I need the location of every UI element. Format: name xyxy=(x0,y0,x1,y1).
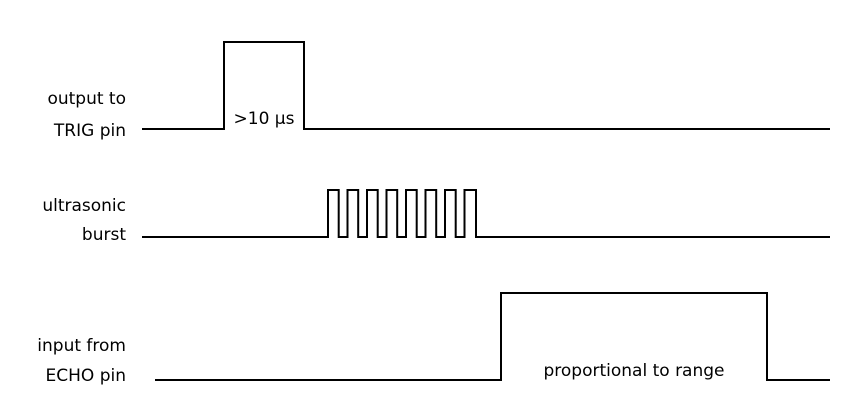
trig-label-line-2: TRIG pin xyxy=(53,121,126,141)
echo-label-line-1: input from xyxy=(37,336,126,356)
trig-waveform xyxy=(142,41,830,130)
trig-label-line-1: output to xyxy=(47,89,126,109)
echo-label-line-2: ECHO pin xyxy=(46,366,126,386)
burst-signal-group: ultrasonic burst xyxy=(42,189,830,245)
trig-signal-group: output to TRIG pin >10 µs xyxy=(47,41,830,141)
echo-signal-group: input from ECHO pin proportional to rang… xyxy=(37,292,830,386)
echo-waveform xyxy=(155,292,830,381)
burst-label-line-1: ultrasonic xyxy=(42,196,126,216)
echo-range-annotation: proportional to range xyxy=(544,361,725,381)
burst-waveform xyxy=(142,189,830,238)
trig-pulse-width-annotation: >10 µs xyxy=(234,109,295,129)
burst-label-line-2: burst xyxy=(82,225,126,245)
